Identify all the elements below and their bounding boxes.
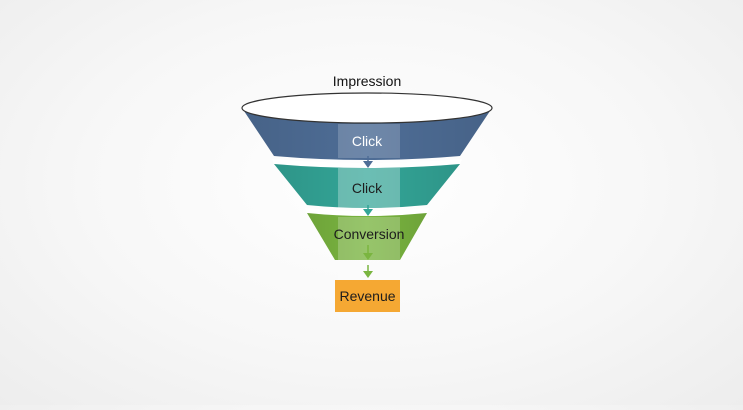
arrow-2-head [363, 209, 373, 216]
arrow-stage-3-inner [363, 245, 373, 260]
funnel-stage-2-shading [274, 164, 460, 208]
revenue-label: Revenue [339, 288, 395, 304]
funnel-stage-3: Conversion [307, 213, 427, 260]
funnel-stage-2: Click [274, 164, 460, 208]
funnel-stage-3-highlight [338, 217, 400, 260]
revenue-box-rect [335, 280, 400, 312]
funnel-stage-2-label: Click [352, 180, 383, 196]
funnel-stage-3-label: Conversion [334, 226, 405, 242]
funnel-stage-3-shading [307, 213, 427, 260]
funnel-stage-1-highlight [338, 124, 400, 158]
funnel-rim [241, 92, 493, 124]
arrow-stage-2-to-3 [363, 205, 373, 216]
funnel-top-label: Impression [333, 73, 401, 89]
arrow-3-head [363, 253, 373, 260]
arrow-stage-1-to-2 [363, 156, 373, 168]
arrow-stage-3-to-revenue [363, 265, 373, 278]
arrow-1-head [363, 161, 373, 168]
funnel-stage-1-label: Click [352, 133, 383, 149]
funnel-stage-2-highlight [338, 168, 400, 208]
revenue-box: Revenue [335, 280, 400, 312]
arrow-4-head [363, 271, 373, 278]
